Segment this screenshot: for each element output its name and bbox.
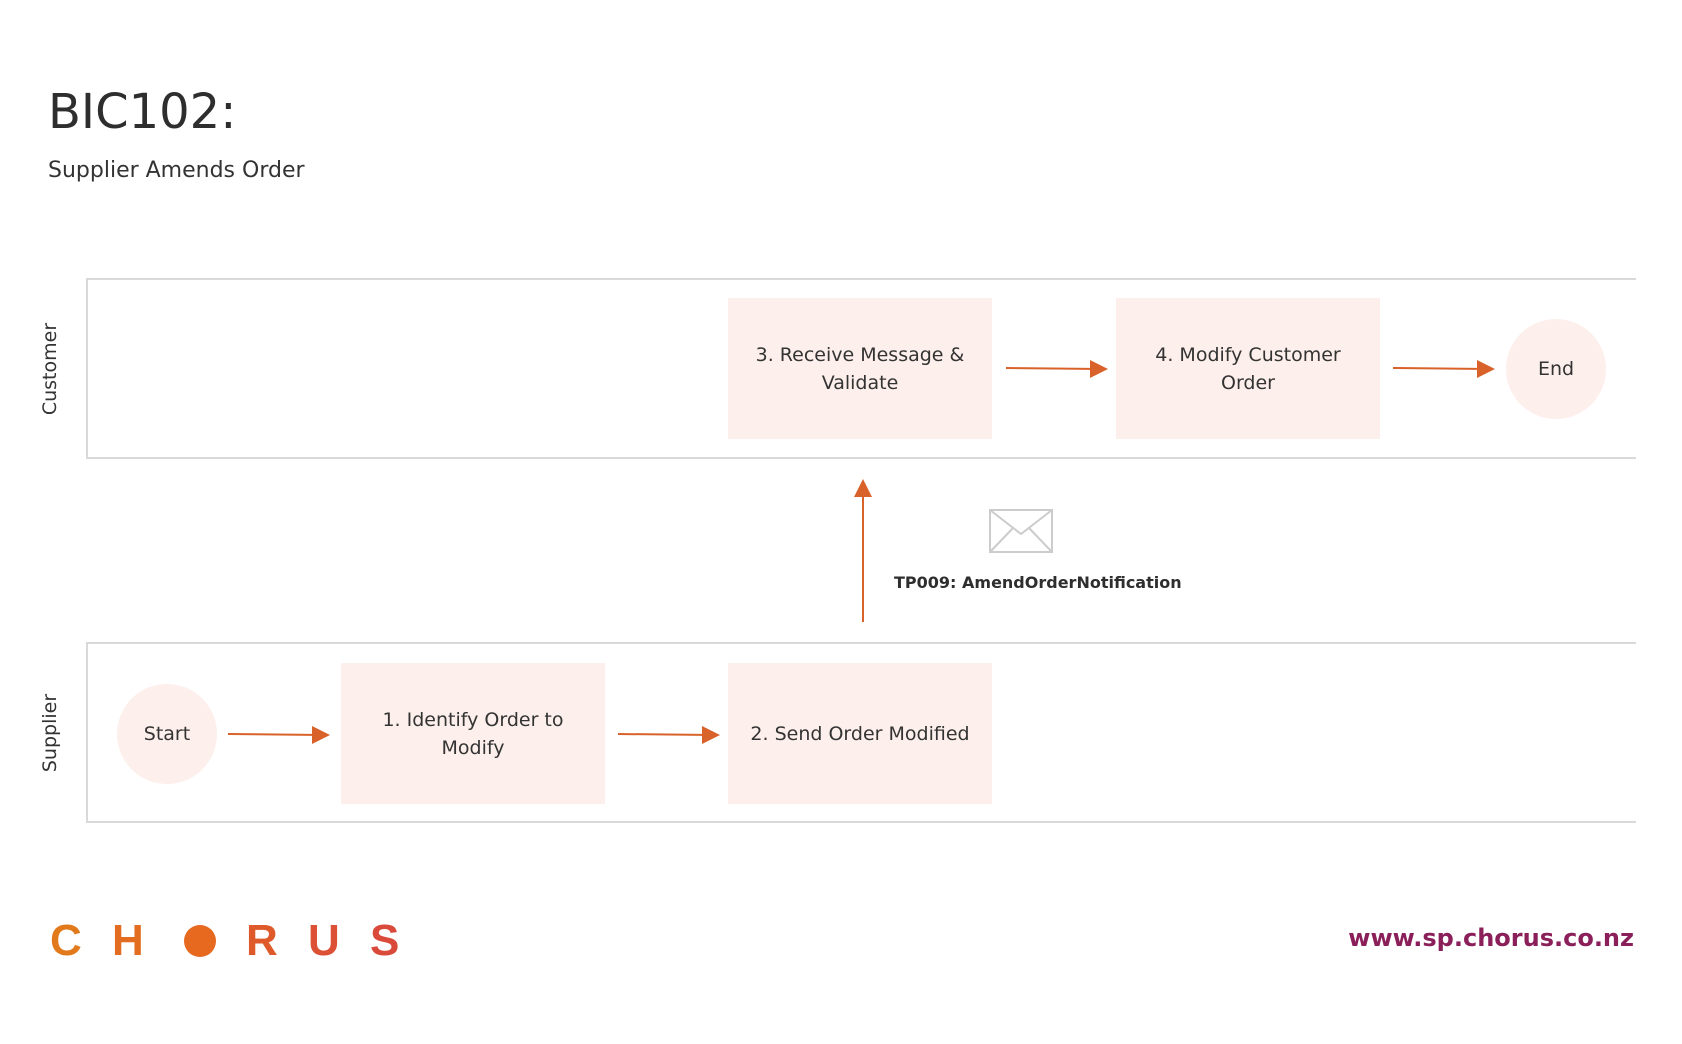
logo-letter-c: C [50,916,82,965]
supplier-lane: Supplier [39,642,1636,823]
arrow-step4-to-end [1392,367,1488,370]
arrowhead-start-to-step1 [312,726,330,744]
logo-dot-icon [184,925,216,957]
customer-lane: Customer [39,278,1636,459]
arrowhead-step4-to-end [1477,360,1495,378]
step-1-identify-order: 1. Identify Order to Modify [341,663,605,804]
step-2-send-order-modified: 2. Send Order Modified [728,663,992,804]
step-3-receive-message: 3. Receive Message & Validate [728,298,992,439]
logo-letter-h: H [112,916,144,965]
chorus-logo: C H R U S [50,916,432,966]
message-label: TP009: AmendOrderNotification [894,573,1182,592]
end-node: End [1506,319,1606,419]
page-subtitle: Supplier Amends Order [48,158,305,183]
logo-letter-s: S [370,916,400,965]
start-node: Start [117,684,217,784]
step-4-modify-customer-order: 4. Modify Customer Order [1116,298,1380,439]
logo-letter-u: U [308,916,340,965]
logo-letter-r: R [246,916,278,965]
arrowhead-step2-to-step3 [854,479,872,497]
site-url-link[interactable]: www.sp.chorus.co.nz [1348,924,1634,952]
arrowhead-step3-to-step4 [1090,360,1108,378]
arrowhead-step1-to-step2 [702,726,720,744]
envelope-icon [988,508,1054,558]
arrow-start-to-step1 [227,733,323,736]
arrow-step3-to-step4 [1005,367,1101,370]
page-title: BIC102: [48,84,237,140]
arrow-step1-to-step2 [617,733,713,736]
